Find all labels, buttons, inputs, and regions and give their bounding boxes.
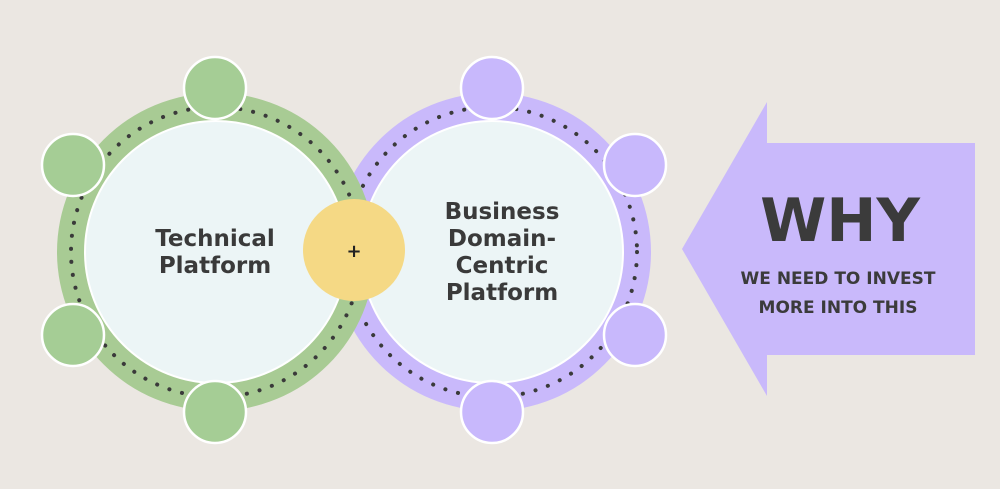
- technical-nodes: [40, 55, 248, 445]
- business-nodes: [459, 55, 668, 445]
- technical-node-upper-left: [40, 132, 106, 198]
- why-subtitle-line-1: WE NEED TO INVEST: [741, 269, 936, 289]
- plus-icon: +: [346, 241, 361, 262]
- technical-label-line-2: Platform: [159, 253, 271, 279]
- business-label-line-3: Centric: [456, 253, 549, 279]
- join-node-circle: [303, 199, 405, 301]
- why-title: WHY: [760, 186, 921, 256]
- business-platform: [333, 93, 651, 411]
- join-node: +: [303, 199, 405, 301]
- technical-node-top: [182, 55, 248, 121]
- business-label-line-4: Platform: [446, 280, 558, 306]
- technical-node-bottom: [182, 379, 248, 445]
- technical-platform: [57, 93, 375, 411]
- technical-node-lower-left: [40, 302, 106, 368]
- why-arrow-shape: [682, 102, 975, 396]
- business-node-bottom: [459, 379, 525, 445]
- business-node-lower-right: [602, 302, 668, 368]
- why-callout: WHY WE NEED TO INVEST MORE INTO THIS: [682, 102, 975, 396]
- technical-label-line-1: Technical: [155, 226, 275, 252]
- business-node-top: [459, 55, 525, 121]
- business-label-line-2: Domain-: [448, 226, 556, 252]
- why-subtitle-line-2: MORE INTO THIS: [759, 298, 918, 318]
- business-node-upper-right: [602, 132, 668, 198]
- business-label-line-1: Business: [445, 199, 560, 225]
